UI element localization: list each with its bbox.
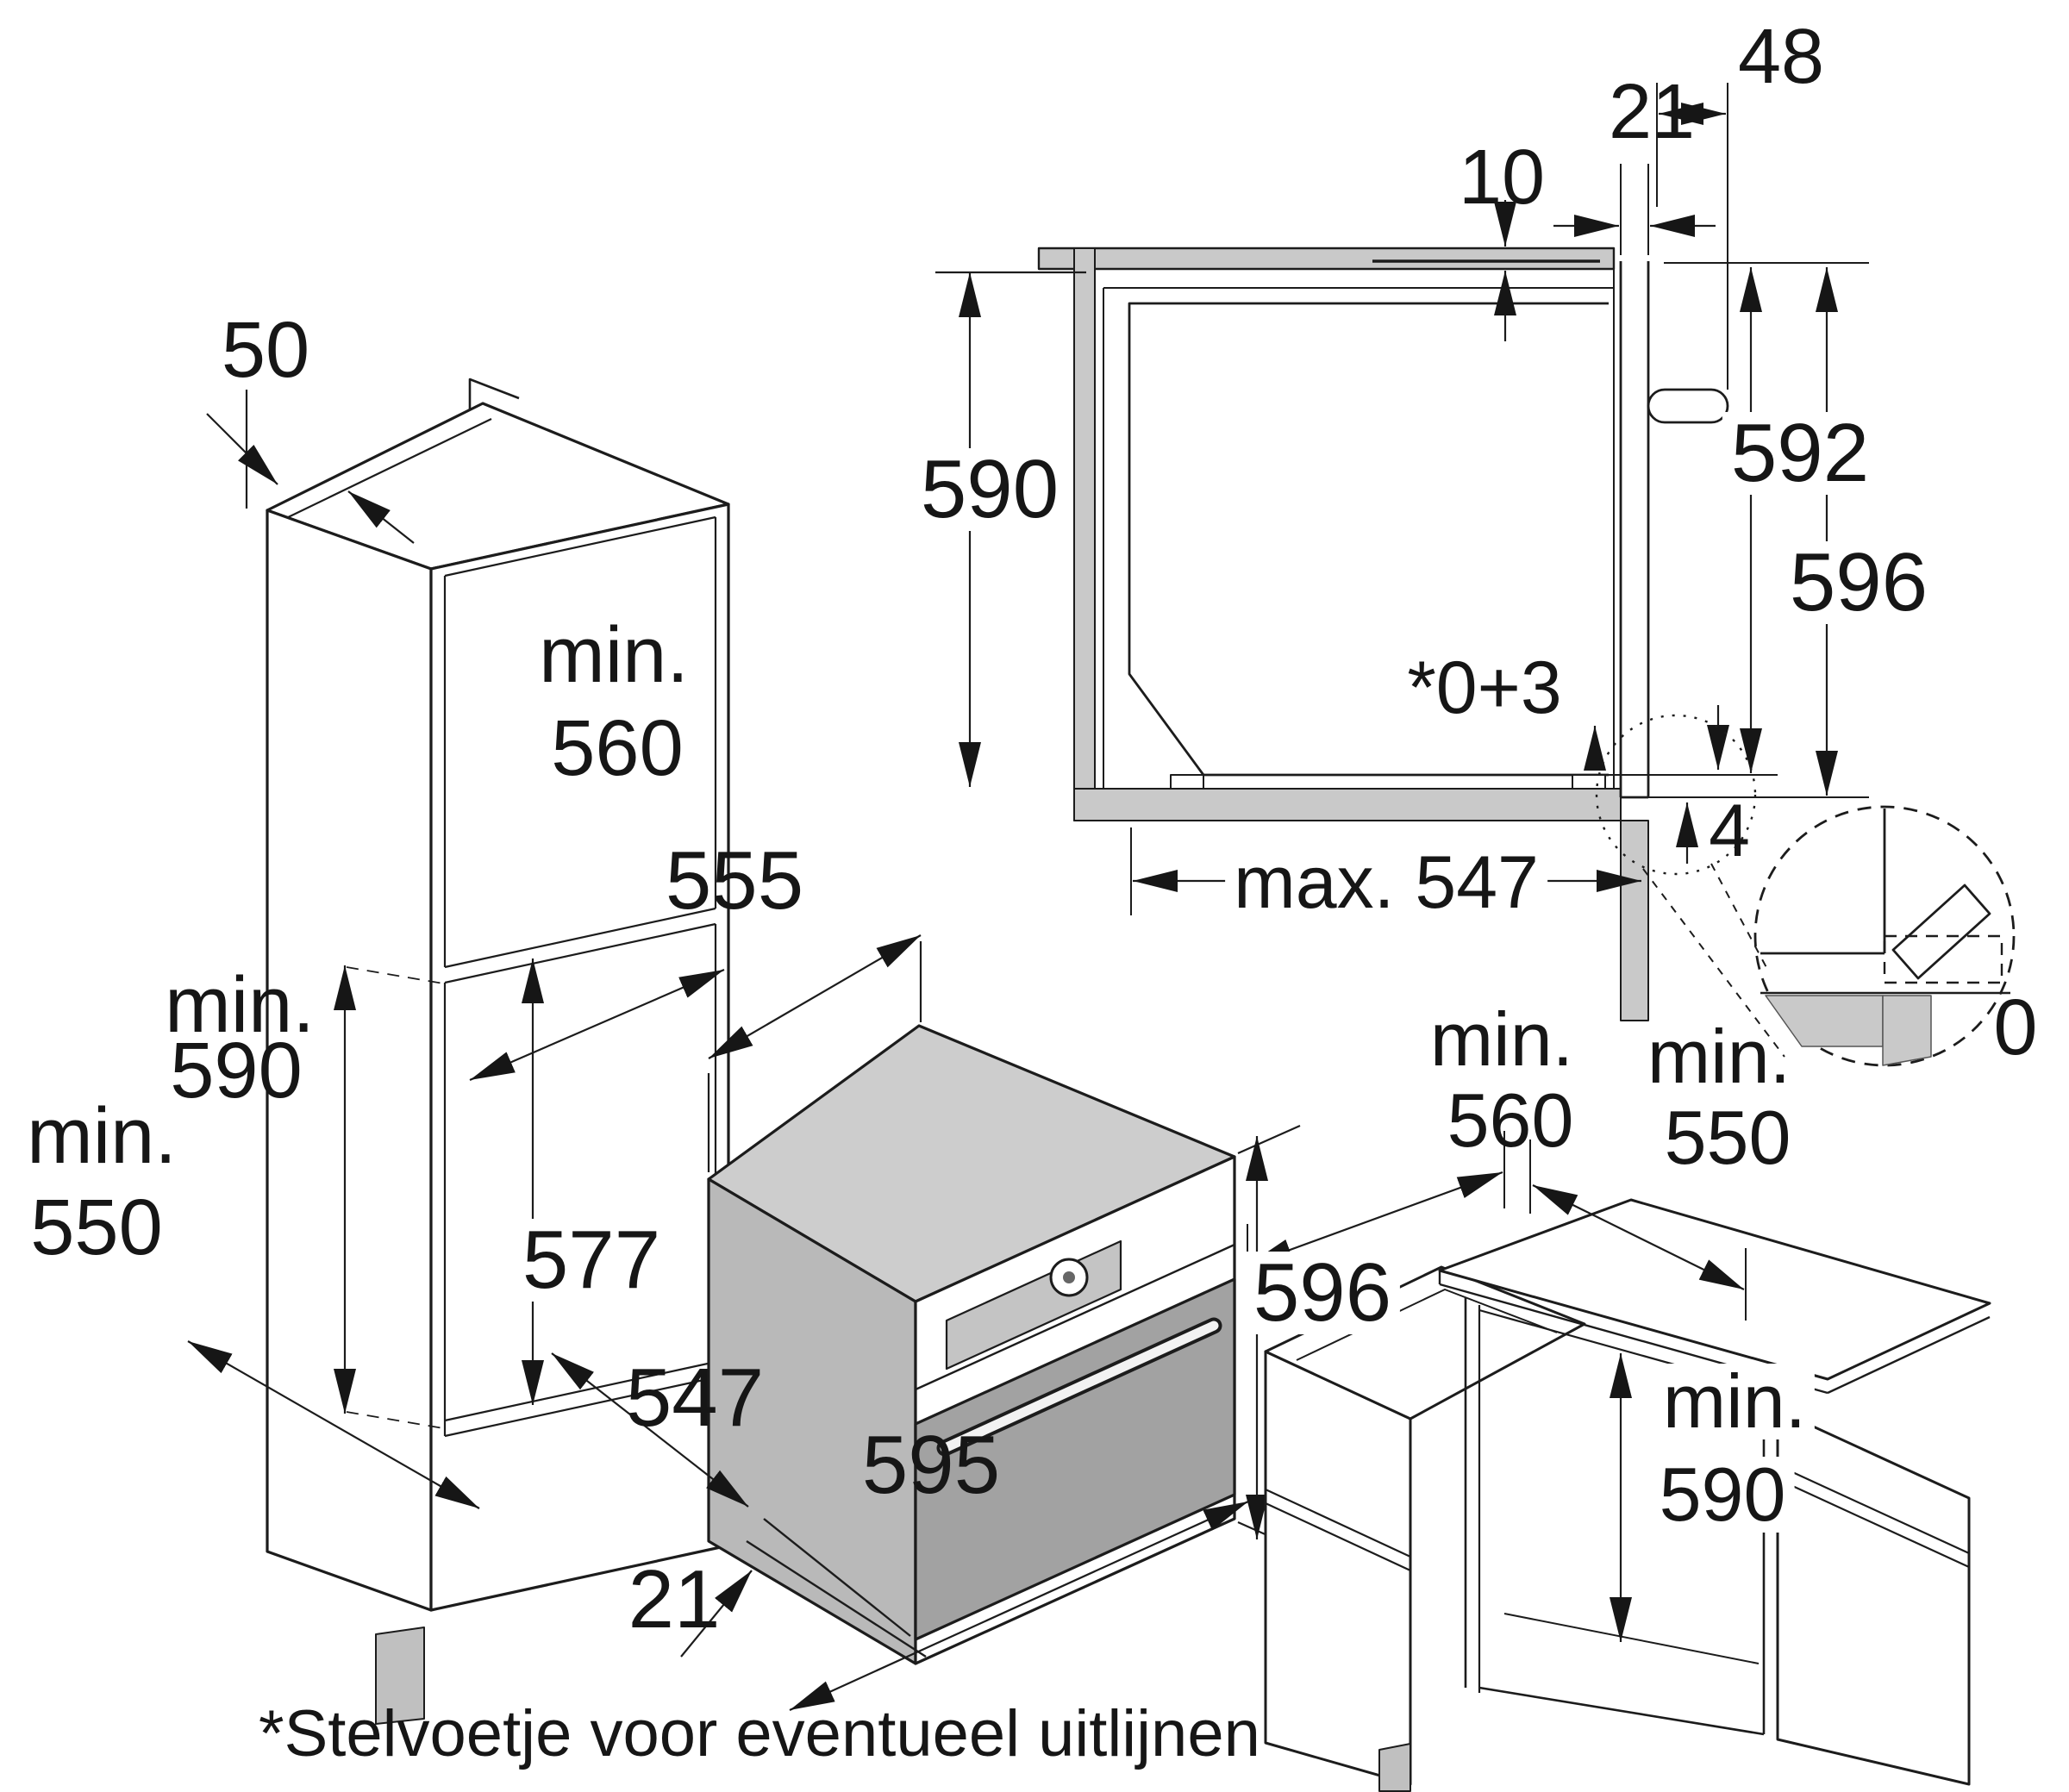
dim-555-arrows (707, 934, 922, 1172)
dim-555: 555 (665, 834, 804, 927)
dim-595: 595 (861, 1419, 1001, 1511)
dim-596-section: 596 (1780, 541, 1937, 624)
dim-min-depth: min. (27, 1092, 177, 1180)
dim-577: 577 (513, 1219, 670, 1302)
dim-50-arrows (206, 390, 415, 544)
adjustable-foot (1891, 884, 1991, 980)
dim-min-base-590: min. (1653, 1364, 1816, 1439)
oven-handle-section (1647, 388, 1729, 424)
dim-592: 592 (1722, 412, 1878, 495)
dim-min-base-560: min. (1429, 996, 1574, 1082)
dim-21-oven: 21 (628, 1553, 721, 1645)
dim-560-base: 560 (1447, 1077, 1574, 1163)
oven-view (551, 934, 1301, 1712)
tall-cabinet-view (187, 378, 730, 1725)
caption: *Stelvoetje voor eventueel uitlijnen (259, 1697, 1260, 1770)
dim-550-base: 550 (1664, 1095, 1791, 1180)
dim-10: 10 (1458, 134, 1546, 221)
detail-circle (1753, 805, 2016, 1067)
dim-min-upper: min. (539, 611, 689, 699)
dim-21-section: 21 (1608, 69, 1696, 155)
dim-590-base: 590 (1650, 1457, 1795, 1533)
dim-590-niche: 590 (170, 1027, 303, 1115)
dim-590-section: 590 (911, 448, 1068, 531)
dim-min-niche: min. (165, 961, 315, 1049)
dim-4: 4 (1709, 790, 1750, 872)
dim-596-oven: 596 (1244, 1252, 1401, 1334)
dim-560-upper: 560 (551, 704, 684, 792)
dim-max547: max. 547 (1225, 846, 1547, 920)
dim-0-detail: 0 (1993, 983, 2038, 1071)
dim-min-base-550: min. (1647, 1014, 1791, 1099)
dim-547-oven: 547 (625, 1352, 765, 1444)
dim-0plus3: *0+3 (1407, 646, 1562, 729)
dim-50: 50 (221, 306, 310, 394)
dim-48: 48 (1737, 14, 1825, 100)
section-view (935, 83, 1869, 1058)
dim-550-depth: 550 (30, 1183, 163, 1271)
